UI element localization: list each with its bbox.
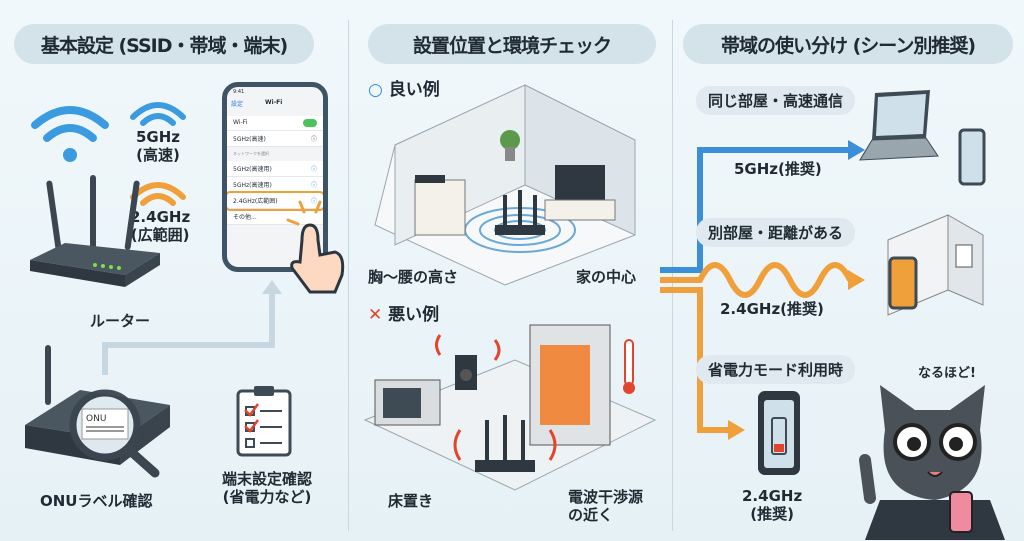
header-band-usage: 帯域の使い分け (シーン別推奨) — [683, 24, 1013, 64]
band-24ghz-label: 2.4GHz (広範囲) — [130, 208, 191, 244]
scene-power-saving: 省電力モード利用時 — [696, 355, 856, 384]
room-with-phone-icon — [887, 214, 984, 316]
network-item[interactable]: 5GHz(高速用)ⓘ — [227, 177, 323, 193]
phone-time: 9:41 — [233, 89, 245, 95]
network-section: ネットワークを選択 — [233, 151, 269, 156]
divider — [348, 20, 349, 531]
scene-power-saving-band: 2.4GHz (推奨) — [742, 487, 803, 523]
network-item-other[interactable]: その他... — [227, 209, 323, 225]
network-item[interactable]: 5GHz(高速用)ⓘ — [227, 161, 323, 177]
scene-other-room-band: 2.4GHz(推奨) — [720, 300, 824, 318]
scene-same-room: 同じ部屋・高速通信 — [696, 86, 856, 115]
chest-waist-height-note: 胸〜腰の高さ — [368, 268, 459, 286]
good-example-label: ○ 良い例 — [368, 80, 440, 100]
network-item-selected[interactable]: 2.4GHz(広範囲)ⓘ — [227, 191, 323, 211]
header-basic-settings: 基本設定 (SSID・帯域・端末) — [14, 24, 314, 64]
checklist-clipboard-icon — [236, 386, 292, 457]
phone-back-button[interactable]: 設定 — [231, 101, 244, 108]
bad-example-label: ✕ 悪い例 — [368, 305, 440, 325]
header-placement: 設置位置と環境チェック — [368, 24, 656, 64]
interference-source-note: 電波干渉源 の近く — [568, 488, 644, 524]
router-illustration — [30, 175, 160, 287]
pointing-hand-icon — [286, 200, 345, 294]
device-settings-check: 端末設定確認 (省電力など) — [222, 470, 313, 506]
cat-mascot — [859, 385, 1005, 540]
connector-arrow — [102, 280, 282, 375]
router-label: ルーター — [90, 312, 151, 330]
scene-same-room-band: 5GHz(推奨) — [734, 160, 822, 178]
onu-label-check: ONUラベル確認 — [40, 492, 153, 510]
good-room-illustration — [374, 84, 636, 286]
cat-speech: なるほど! — [918, 366, 976, 381]
phone-title: Wi-Fi — [265, 99, 283, 106]
laptop-icon — [859, 90, 939, 161]
floor-placement-note: 床置き — [388, 492, 434, 510]
low-battery-phone-icon — [758, 391, 800, 475]
wifi-toggle-row[interactable]: Wi-Fi — [227, 116, 323, 131]
home-center-note: 家の中心 — [576, 268, 637, 286]
wifi-5ghz-waves — [130, 102, 186, 126]
scene-other-room: 別部屋・距離がある — [696, 218, 856, 247]
wifi-icon — [31, 106, 109, 162]
onu-illustration: ONU — [25, 345, 170, 478]
band-5ghz-label: 5GHz (高速) — [136, 128, 181, 164]
smartphone-icon — [958, 128, 986, 186]
onu-tag-text: ONU — [86, 414, 106, 424]
divider — [672, 20, 673, 531]
bad-room-illustration — [363, 324, 657, 491]
connected-network[interactable]: 5GHz(高速)ⓘ — [227, 131, 323, 147]
